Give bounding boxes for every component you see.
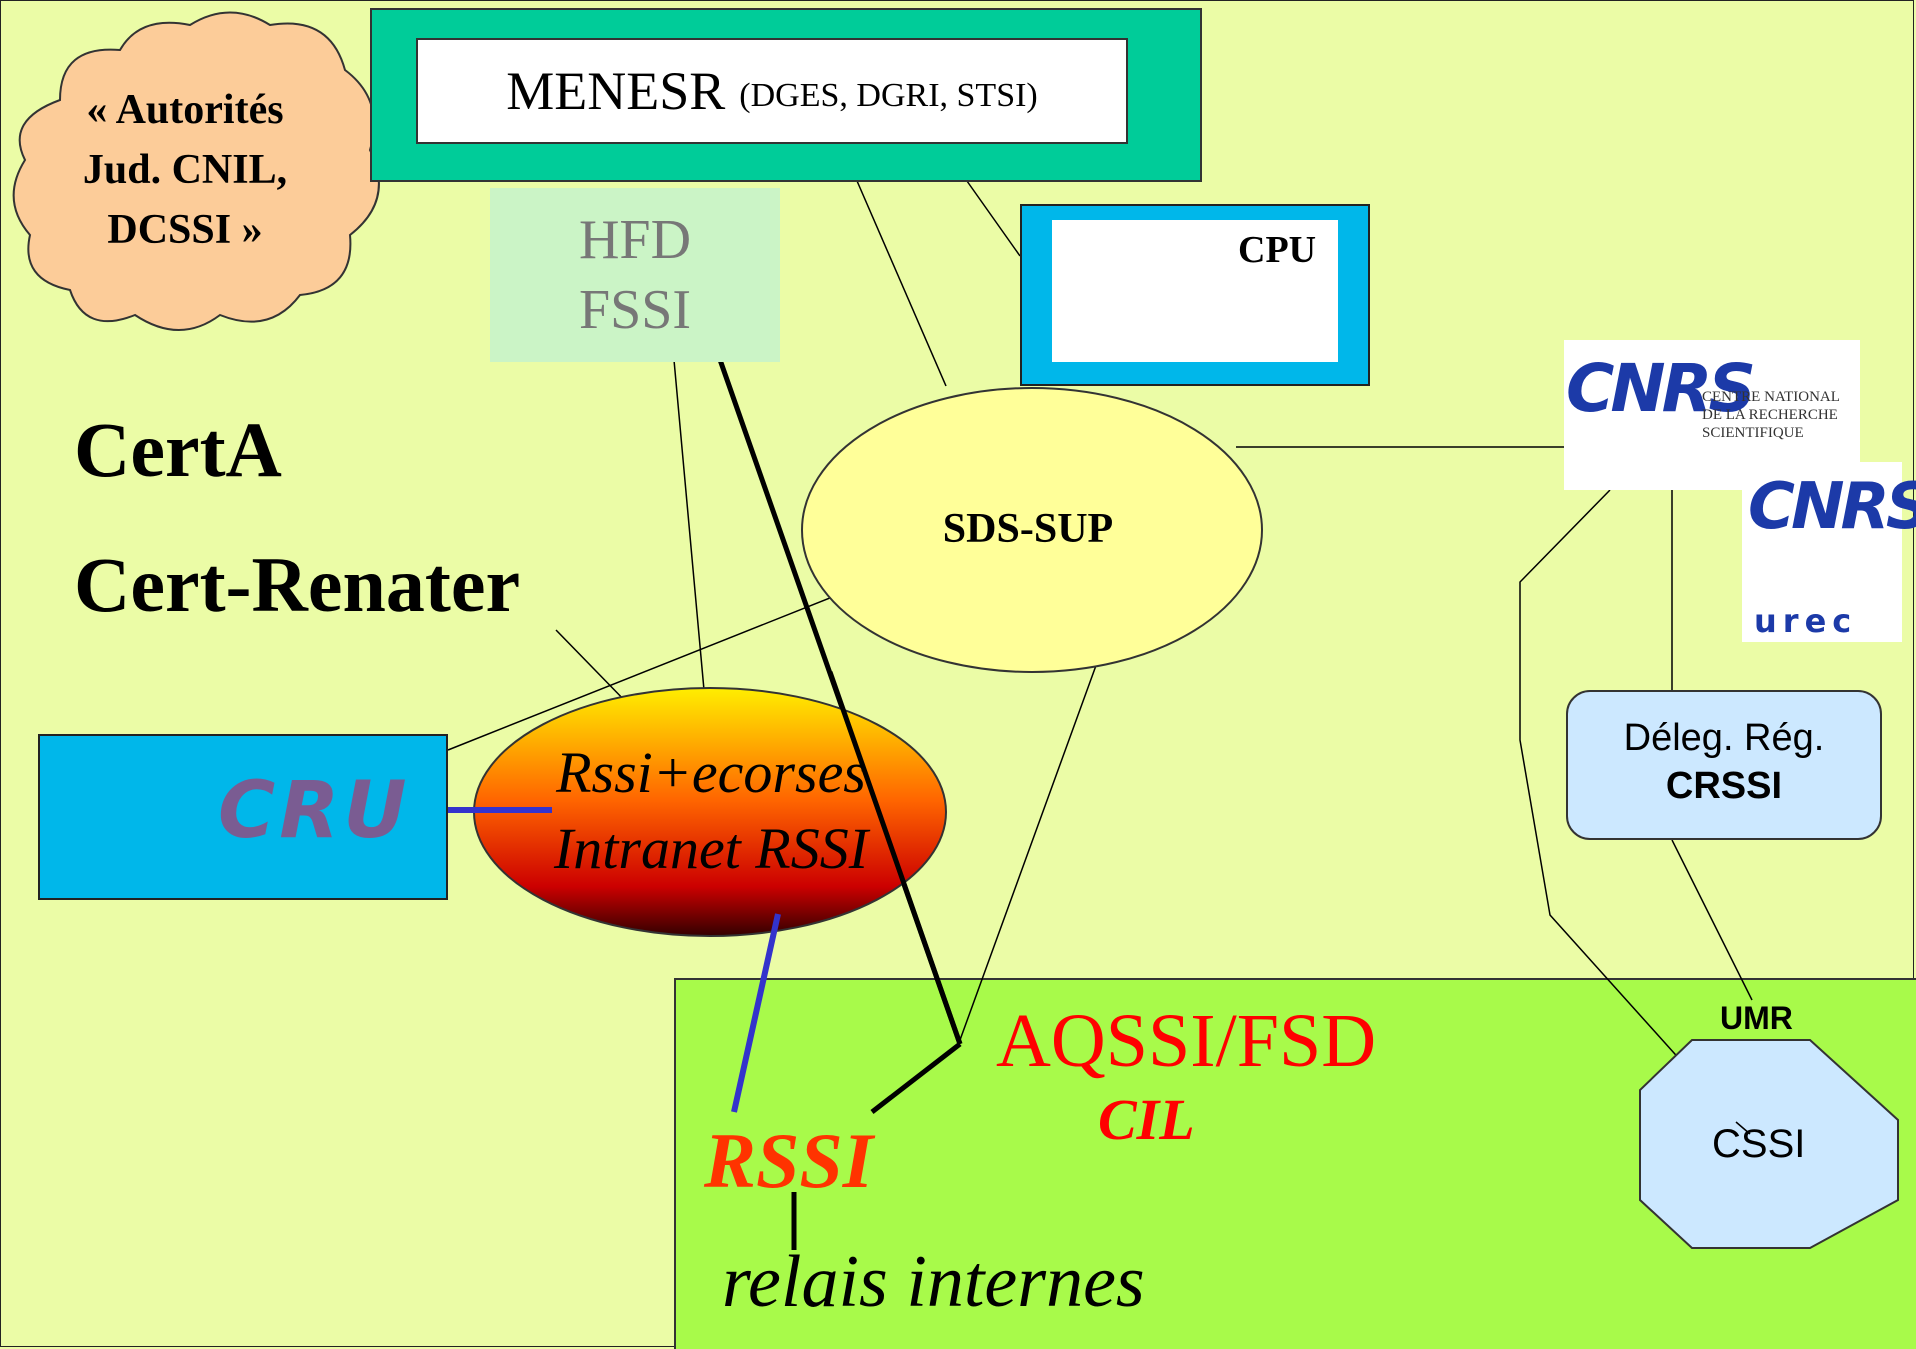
cpu-label: CPU <box>1238 229 1317 271</box>
menesr-title: MENESR <box>506 61 726 121</box>
cru-box <box>38 734 448 900</box>
crssi-label: CRSSI <box>1665 765 1783 807</box>
cnrs-full-name: CENTRE NATIONAL DE LA RECHERCHE SCIENTIF… <box>1702 388 1840 442</box>
cloud-line-3: DCSSI » <box>107 207 263 253</box>
cnrs-name-line-1: CENTRE NATIONAL <box>1702 389 1840 405</box>
authorities-cloud <box>12 11 380 331</box>
cloud-line-2: Jud. CNIL, <box>82 147 288 193</box>
cru-logo-text: CRU <box>218 766 411 856</box>
deleg-reg-line-1: Déleg. Rég. <box>1623 717 1825 759</box>
sds-sup-ellipse <box>801 387 1263 673</box>
cil-label: CIL <box>1098 1087 1195 1152</box>
cnrs-urec-logo: CNRS <box>1748 470 1916 544</box>
rssi-network-text: Rssi+ecorses Intranet RSSI <box>476 735 946 887</box>
cert-renater-label: Cert-Renater <box>74 541 521 628</box>
cssi-label: CSSI <box>1712 1122 1806 1166</box>
cloud-line-1: « Autorités <box>86 87 284 133</box>
cnrs-logo: CNRS <box>1566 350 1756 427</box>
cssi-octagon <box>1639 1039 1899 1249</box>
sds-sup-label: SDS-SUP <box>942 506 1114 552</box>
authorities-cloud-text: « Autorités Jud. CNIL, DCSSI » <box>30 80 340 260</box>
aqssi-fsd-label: AQSSI/FSD <box>996 999 1377 1083</box>
certa-label: CertA <box>74 406 282 493</box>
menesr-subtitle: (DGES, DGRI, STSI) <box>739 77 1038 114</box>
relais-internes-label: relais internes <box>722 1241 1145 1323</box>
hfd-label: HFD <box>578 209 692 271</box>
rssi-label: RSSI <box>704 1117 874 1204</box>
urec-label: urec <box>1754 602 1858 640</box>
cnrs-name-line-2: DE LA RECHERCHE <box>1702 407 1838 423</box>
cnrs-name-line-3: SCIENTIFIQUE <box>1702 425 1804 441</box>
menesr-box: MENESR (DGES, DGRI, STSI) <box>416 38 1128 144</box>
rssi-network-line-1: Rssi+ecorses <box>556 740 866 805</box>
umr-label: UMR <box>1720 1000 1793 1036</box>
hfd-fssi-box: HFD FSSI <box>490 188 780 362</box>
fssi-label: FSSI <box>578 279 692 341</box>
rssi-network-line-2: Intranet RSSI <box>553 816 869 881</box>
cnrs-urec-panel <box>1742 462 1902 642</box>
deleg-reg-box: Déleg. Rég. CRSSI <box>1566 690 1882 840</box>
cpu-logo-panel <box>1052 220 1338 362</box>
